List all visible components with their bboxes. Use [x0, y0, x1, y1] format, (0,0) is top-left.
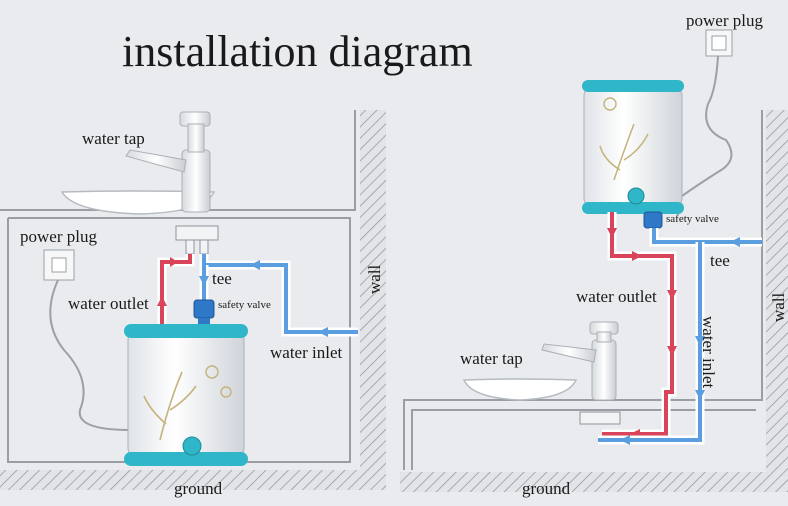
left-water-tap-label: water tap [82, 129, 145, 148]
left-safety-valve-label: safety valve [218, 299, 271, 311]
diagram-title: installation diagram [122, 27, 473, 76]
right-tap-fitting [579, 411, 621, 425]
right-safety-valve-icon [643, 211, 663, 229]
right-power-cable [681, 55, 733, 197]
right-floor [400, 472, 788, 492]
left-wall-label: wall [365, 264, 384, 294]
left-power-plug-label: power plug [20, 227, 97, 246]
right-power-plug-label: power plug [686, 11, 763, 30]
left-floor [0, 470, 386, 490]
left-power-cable [49, 279, 131, 431]
left-water-outlet-label: water outlet [68, 294, 149, 313]
left-wall [360, 110, 386, 482]
left-safety-valve-icon [193, 299, 215, 326]
right-sink-bowl [462, 378, 578, 401]
right-ground-label: ground [522, 479, 571, 498]
right-cold-water-pipe [598, 228, 762, 445]
right-hot-water-pipe [602, 212, 677, 439]
left-water-heater [124, 324, 248, 466]
right-wall-label: wall [769, 292, 788, 322]
left-tap-fitting [175, 225, 219, 241]
right-water-outlet-label: water outlet [576, 287, 657, 306]
right-safety-valve-label: safety valve [666, 213, 719, 225]
left-cold-water-pipe [199, 254, 358, 337]
right-water-heater [582, 80, 684, 214]
left-ground-label: ground [174, 479, 223, 498]
left-hot-water-pipe [157, 254, 195, 334]
left-water-inlet-label: water inlet [270, 343, 343, 362]
left-tee-label: tee [212, 269, 232, 288]
left-water-tap-icon [125, 111, 211, 213]
right-water-tap-label: water tap [460, 349, 523, 368]
left-installation [0, 110, 386, 490]
right-cabinet [403, 110, 763, 470]
right-water-inlet-label: water inlet [699, 316, 718, 389]
right-wall [766, 110, 788, 482]
right-installation [400, 29, 788, 492]
right-tee-label: tee [710, 251, 730, 270]
right-water-tap-icon [541, 321, 619, 401]
